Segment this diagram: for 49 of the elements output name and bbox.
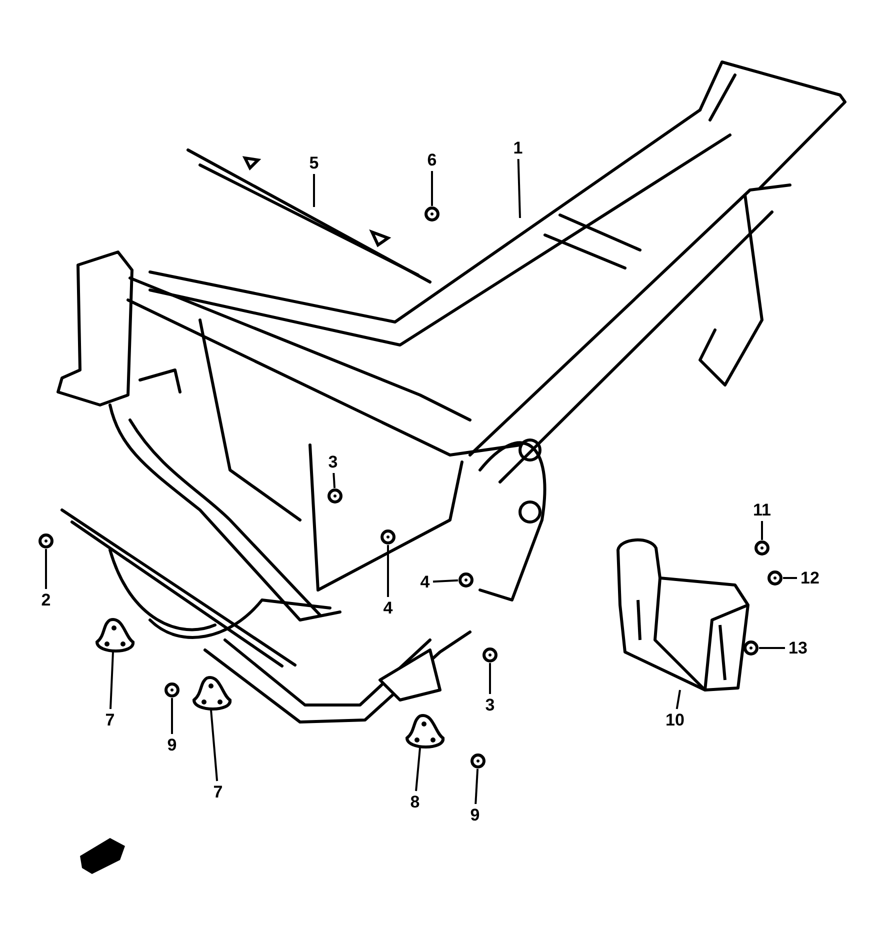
nut-drawing <box>164 682 180 698</box>
callout-number: 9 <box>167 736 177 754</box>
callout-number: 6 <box>427 152 437 168</box>
nut-drawing <box>424 206 440 222</box>
leader-line <box>171 698 173 734</box>
callout-number: 11 <box>753 502 771 518</box>
leader-line <box>759 647 785 649</box>
bracket-drawing <box>192 676 232 710</box>
leader-line <box>783 577 797 579</box>
leader-line <box>489 663 491 694</box>
leader-line <box>332 472 336 488</box>
nut-drawing <box>38 534 54 548</box>
leader-line <box>474 768 479 804</box>
leader-line <box>210 710 218 782</box>
leader-line <box>676 690 681 710</box>
leader-line <box>761 521 763 540</box>
callout-number: 10 <box>666 712 684 728</box>
callout-number: 4 <box>383 600 393 616</box>
nut-drawing <box>754 540 770 556</box>
callout-number: 5 <box>309 154 319 172</box>
nut-drawing <box>482 648 498 662</box>
callout-number: 3 <box>485 696 495 714</box>
nut-drawing <box>380 530 396 544</box>
nut-drawing <box>470 754 486 768</box>
callout-number: 8 <box>410 794 420 810</box>
callout-number: 4 <box>420 574 430 590</box>
leader-line <box>45 549 47 589</box>
leader-line <box>109 652 114 710</box>
nut-drawing <box>328 488 342 504</box>
leader-line <box>313 174 315 207</box>
leader-line <box>432 579 458 583</box>
nut-drawing <box>744 640 758 656</box>
bracket-drawing <box>406 714 444 748</box>
nut-drawing <box>458 572 474 588</box>
callout-number: 7 <box>105 712 115 728</box>
callout-number: 13 <box>788 640 808 656</box>
callout-number: 3 <box>328 454 338 470</box>
battery-holder-drawing <box>616 538 750 692</box>
callout-number: 12 <box>800 570 820 586</box>
callout-number: 9 <box>470 806 480 824</box>
leader-line <box>431 171 433 206</box>
nut-drawing <box>768 570 782 586</box>
callout-number: 7 <box>213 784 223 800</box>
leader-line <box>415 748 421 792</box>
callout-number: 1 <box>513 140 523 156</box>
leader-line <box>387 545 389 597</box>
leader-line <box>517 158 521 218</box>
callout-number: 2 <box>41 592 51 608</box>
bracket-drawing <box>96 618 134 652</box>
